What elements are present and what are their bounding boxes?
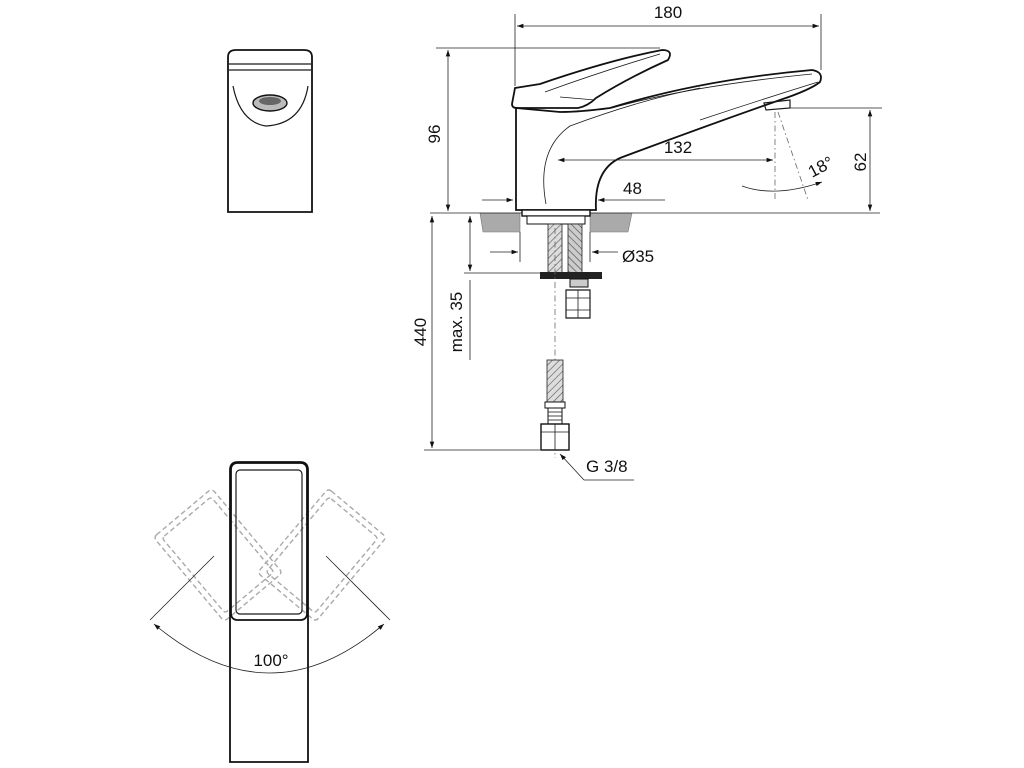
handle-rotated-right <box>258 489 386 621</box>
dim-height: 96 <box>425 125 444 144</box>
countertop-left <box>479 212 521 233</box>
handle-rotated-left <box>154 489 282 621</box>
dim-max-thickness: max. 35 <box>447 292 466 352</box>
side-view: 180 96 62 132 18° 48 Ø35 max. 35 44 <box>411 3 882 481</box>
hose-lower <box>546 359 564 403</box>
dim-reach: 132 <box>664 138 692 157</box>
dim-aerator-height: 62 <box>851 153 870 172</box>
dim-thread: G 3/8 <box>586 457 628 476</box>
dim-body-offset: 48 <box>623 179 642 198</box>
dim-spout-length: 180 <box>654 3 682 22</box>
fixing-nut <box>565 289 591 319</box>
dim-angle: 18° <box>805 153 837 182</box>
dim-hose-length: 440 <box>411 318 430 346</box>
body-top-outline <box>229 461 309 763</box>
top-view: 100° <box>149 461 391 763</box>
dim-bore-diameter: Ø35 <box>622 247 654 266</box>
hose-upper <box>567 223 583 275</box>
mounting-plate <box>540 272 602 279</box>
front-view <box>227 49 313 213</box>
handle-top <box>230 462 308 621</box>
dim-rotation: 100° <box>253 651 288 670</box>
countertop-right <box>589 212 633 233</box>
